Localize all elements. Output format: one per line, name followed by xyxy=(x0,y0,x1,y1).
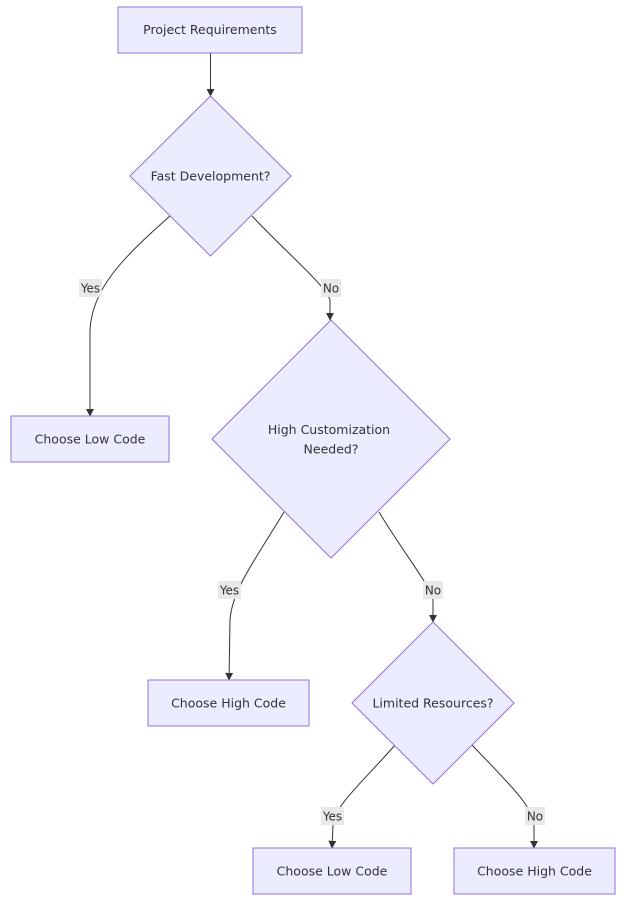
node-label: Choose High Code xyxy=(477,864,592,879)
edge-label-text: No xyxy=(527,810,543,824)
edge-label-text: Yes xyxy=(219,584,239,598)
decision-label: Limited Resources? xyxy=(372,696,493,711)
decision-limited-resources: Limited Resources? xyxy=(351,621,515,785)
node-choose-high-code-1: Choose High Code xyxy=(147,679,310,727)
edge-label-custom-yes: Yes xyxy=(218,581,241,599)
edge-label-text: Yes xyxy=(80,282,100,296)
node-choose-low-code-1: Choose Low Code xyxy=(10,415,170,463)
edge-label-text: No xyxy=(425,584,441,598)
edge-label-fast-yes: Yes xyxy=(79,279,102,297)
node-label: Choose High Code xyxy=(171,696,286,711)
edge-label-text: No xyxy=(323,282,339,296)
decision-fast-development: Fast Development? xyxy=(129,95,292,257)
node-label: Choose Low Code xyxy=(35,432,146,447)
edge-custom-yes xyxy=(225,511,285,681)
decision-label-line1: High Customization xyxy=(268,422,390,437)
edge-label-custom-no: No xyxy=(423,581,443,599)
node-choose-high-code-2: Choose High Code xyxy=(453,847,616,895)
edge-label-text: Yes xyxy=(322,810,342,824)
node-label: Project Requirements xyxy=(143,22,277,37)
edge-custom-no xyxy=(378,511,437,623)
edge-limited-yes xyxy=(328,744,396,849)
node-project-requirements: Project Requirements xyxy=(117,6,303,54)
edge-fast-yes xyxy=(86,215,171,417)
edge-label-limited-no: No xyxy=(525,807,545,825)
decision-high-customization: High Customization Needed? xyxy=(211,319,451,559)
node-label: Choose Low Code xyxy=(277,864,388,879)
decision-label-line2: Needed? xyxy=(304,442,359,457)
decision-label: Fast Development? xyxy=(151,169,271,184)
node-choose-low-code-2: Choose Low Code xyxy=(252,847,412,895)
edge-label-fast-no: No xyxy=(321,279,341,297)
edge-limited-no xyxy=(471,744,538,849)
edge-label-limited-yes: Yes xyxy=(321,807,344,825)
edge-fast-no xyxy=(251,215,334,321)
